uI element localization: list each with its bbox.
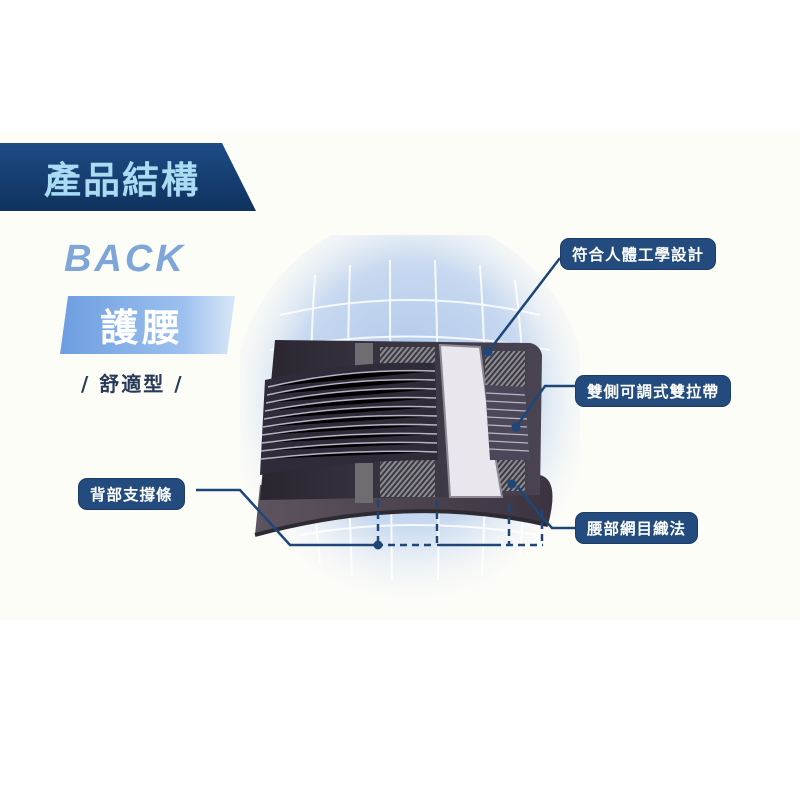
callout-dual-adjustable-straps: 雙側可調式雙拉帶 [575,375,732,407]
product-type-label: / 舒適型 / [81,372,184,396]
callout-ergonomic-design: 符合人體工學設計 [560,238,717,270]
callout-waist-mesh-weave: 腰部網目織法 [575,512,699,544]
section-title: 產品結構 [44,159,200,202]
category-en-label: BACK [64,238,186,280]
callout-back-support-stays: 背部支撐條 [78,478,185,510]
category-zh-banner [60,296,235,354]
section-title-banner [0,143,256,211]
back-brace-product-image [230,215,590,620]
category-zh-label: 護腰 [100,306,185,350]
